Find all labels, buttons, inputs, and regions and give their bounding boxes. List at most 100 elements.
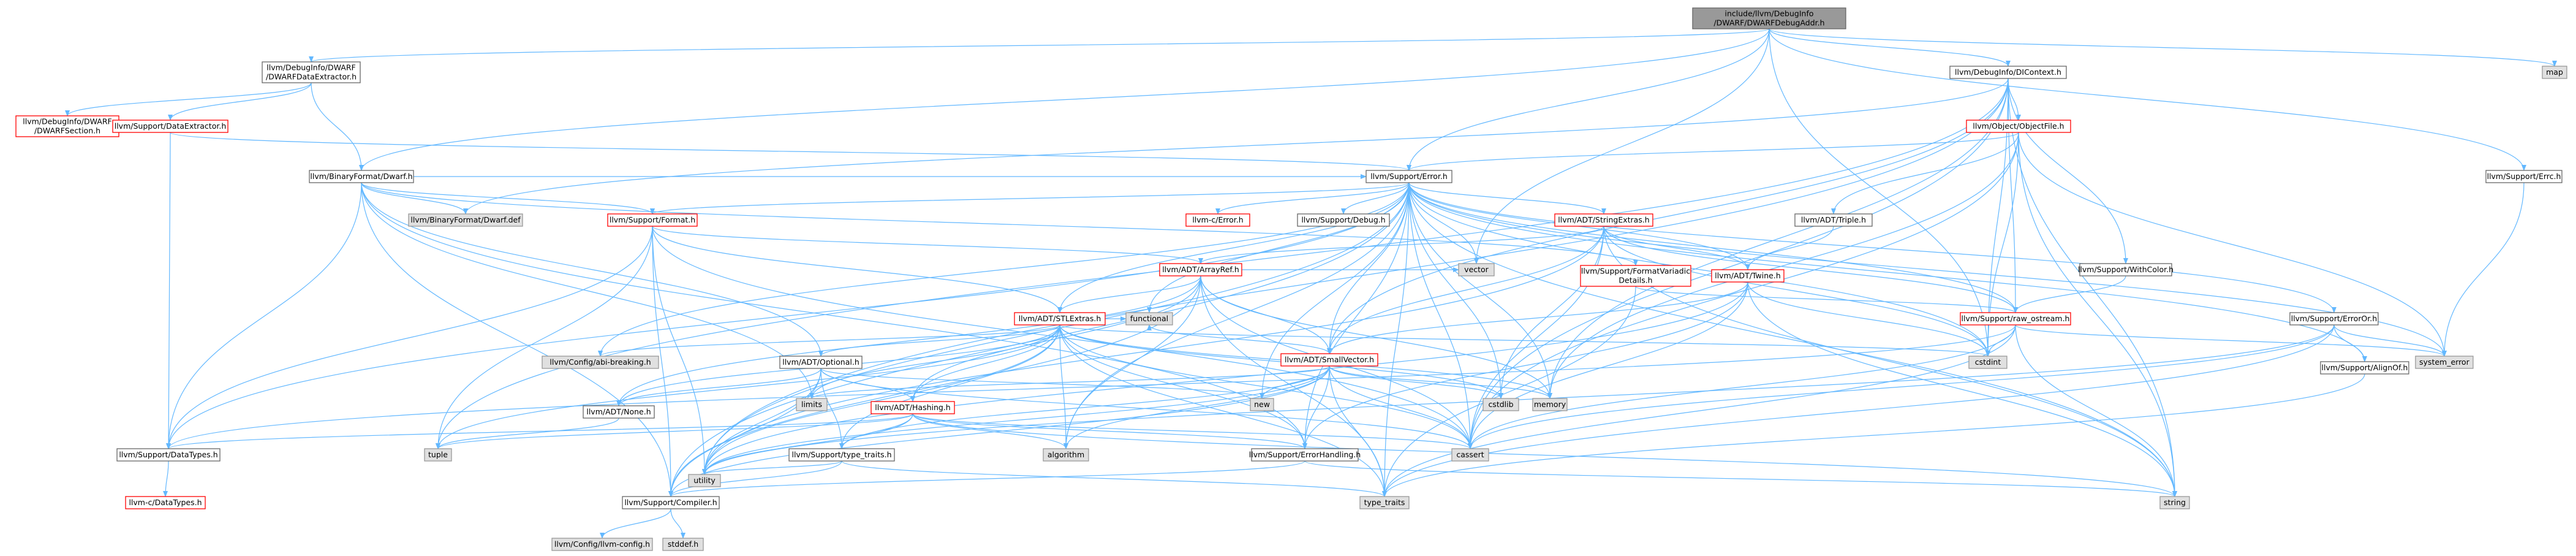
node-rawostream[interactable]: llvm/Support/raw_ostream.h <box>1960 312 2071 326</box>
dependency-edge <box>1468 324 2016 449</box>
node-label: llvm/Support/type_traits.h <box>791 450 891 459</box>
node-hashing[interactable]: llvm/ADT/Hashing.h <box>871 401 955 414</box>
dependency-edge <box>361 182 655 215</box>
node-box <box>2415 356 2474 369</box>
node-box <box>2289 312 2379 326</box>
dependency-edge <box>1408 182 2177 497</box>
node-box <box>1483 398 1519 411</box>
node-label: llvm/Support/Errc.h <box>2487 172 2561 181</box>
node-box <box>112 120 229 133</box>
node-map: map <box>2542 66 2567 79</box>
node-box <box>262 61 361 83</box>
node-dwarfdef: llvm/BinaryFormat/Dwarf.def <box>408 213 523 227</box>
dependency-edge <box>1408 182 1479 264</box>
node-twine[interactable]: llvm/ADT/Twine.h <box>1711 269 1785 283</box>
node-label: llvm/Config/llvm-config.h <box>554 539 650 549</box>
dependency-edge <box>1831 132 2019 215</box>
node-adtnone[interactable]: llvm/ADT/None.h <box>583 405 655 419</box>
node-optional[interactable]: llvm/ADT/Optional.h <box>779 356 863 369</box>
node-dicontext[interactable]: llvm/DebugInfo/DIContext.h <box>1949 66 2067 79</box>
node-error[interactable]: llvm/Support/Error.h <box>1365 170 1452 183</box>
node-datatypes[interactable]: llvm/Support/DataTypes.h <box>116 448 221 462</box>
node-objectfile[interactable]: llvm/Object/ObjectFile.h <box>1966 120 2071 133</box>
node-cstdlib: cstdlib <box>1483 398 1519 411</box>
node-box <box>309 170 414 183</box>
dependency-edge <box>668 460 842 497</box>
dependency-edge <box>1215 182 1410 215</box>
node-label: llvm/Support/ErrorOr.h <box>2291 314 2378 323</box>
dependency-edge <box>1057 182 1410 313</box>
dependency-edge <box>1302 281 1748 449</box>
node-arrayref[interactable]: llvm/ADT/ArrayRef.h <box>1159 263 1242 276</box>
dependency-edge <box>809 324 1060 399</box>
dependency-edge <box>166 182 362 449</box>
node-binaryformatdwarf[interactable]: llvm/BinaryFormat/Dwarf.h <box>309 170 414 183</box>
node-alignof[interactable]: llvm/Support/AlignOf.h <box>2320 361 2409 375</box>
node-label: llvm/ADT/Triple.h <box>1801 215 1866 224</box>
node-compiler[interactable]: llvm/Support/Compiler.h <box>622 496 720 509</box>
dependency-edge <box>1198 226 1604 264</box>
node-box <box>1125 312 1173 326</box>
nodes-layer: include/llvm/DebugInfo/DWARF/DWARFDebugA… <box>15 7 2567 551</box>
node-label: llvm/ADT/SmallVector.h <box>1285 355 1374 364</box>
node-label: /DWARF/DWARFDebugAddr.h <box>1713 18 1824 28</box>
dependency-edge <box>650 182 1410 215</box>
node-label: llvm/ADT/StringExtras.h <box>1558 215 1649 224</box>
node-dataextractor[interactable]: llvm/Support/DataExtractor.h <box>112 120 229 133</box>
node-box <box>1580 265 1691 287</box>
dependency-edge <box>1635 286 2018 313</box>
node-box <box>1692 7 1846 29</box>
node-errc[interactable]: llvm/Support/Errc.h <box>2485 170 2563 183</box>
node-stringextras[interactable]: llvm/ADT/StringExtras.h <box>1554 213 1653 227</box>
node-cdatatypes[interactable]: llvm-c/DataTypes.h <box>125 496 206 509</box>
node-root[interactable]: include/llvm/DebugInfo/DWARF/DWARFDebugA… <box>1692 7 1846 29</box>
node-box <box>1711 269 1785 283</box>
node-cstdint: cstdint <box>1968 356 2008 369</box>
dependency-edge <box>702 413 913 475</box>
node-withcolor[interactable]: llvm/Support/WithColor.h <box>2078 263 2174 276</box>
dependency-edge <box>1408 182 1473 449</box>
node-errorhandling[interactable]: llvm/Support/ErrorHandling.h <box>1249 448 1361 462</box>
node-box <box>1014 312 1106 326</box>
node-box <box>551 538 653 551</box>
dependency-edge <box>168 82 312 121</box>
dependency-edge <box>1304 460 2177 497</box>
node-box <box>2079 263 2172 276</box>
dependency-edge <box>598 324 1060 357</box>
node-typetraits[interactable]: llvm/Support/type_traits.h <box>788 448 895 462</box>
node-debug[interactable]: llvm/Support/Debug.h <box>1297 213 1390 227</box>
node-dwarfsection[interactable]: llvm/DebugInfo/DWARF/DWARFSection.h <box>15 115 119 137</box>
dependency-edge <box>1327 226 1604 354</box>
node-format[interactable]: llvm/Support/Format.h <box>607 213 698 227</box>
node-dwarfdataextractor[interactable]: llvm/DebugInfo/DWARF/DWARFDataExtractor.… <box>262 61 361 83</box>
dependency-edge <box>1547 132 2019 399</box>
dependency-edge <box>2018 132 2447 357</box>
dependency-edge <box>702 368 822 475</box>
dependency-edge <box>668 182 1410 497</box>
node-label: type_traits <box>1364 498 1405 507</box>
node-label: llvm/DebugInfo/DIContext.h <box>1955 67 2061 77</box>
dependency-edge <box>670 508 686 539</box>
node-cerror[interactable]: llvm-c/Error.h <box>1185 213 1250 227</box>
node-erroror[interactable]: llvm/Support/ErrorOr.h <box>2289 312 2379 326</box>
dependency-edge <box>820 368 844 449</box>
node-label: llvm/ADT/Hashing.h <box>875 403 950 412</box>
dependency-edge <box>652 226 707 475</box>
dependency-edge <box>166 413 913 449</box>
node-label: llvm/Support/DataExtractor.h <box>115 121 227 131</box>
dependency-edge <box>702 365 1330 475</box>
dependency-edge <box>1059 324 1473 449</box>
dependency-edge <box>2018 132 2177 497</box>
node-label: llvm/BinaryFormat/Dwarf.def <box>410 215 521 224</box>
node-triple[interactable]: llvm/ADT/Triple.h <box>1794 213 1873 227</box>
node-box <box>1968 356 2008 369</box>
node-box <box>796 398 828 411</box>
node-stlextras[interactable]: llvm/ADT/STLExtras.h <box>1014 312 1106 326</box>
node-label: Details.h <box>1618 276 1652 285</box>
node-box <box>2159 496 2190 509</box>
dependency-edge <box>1408 182 2447 357</box>
node-smallvector[interactable]: llvm/ADT/SmallVector.h <box>1280 353 1378 367</box>
node-box <box>1359 496 1410 509</box>
